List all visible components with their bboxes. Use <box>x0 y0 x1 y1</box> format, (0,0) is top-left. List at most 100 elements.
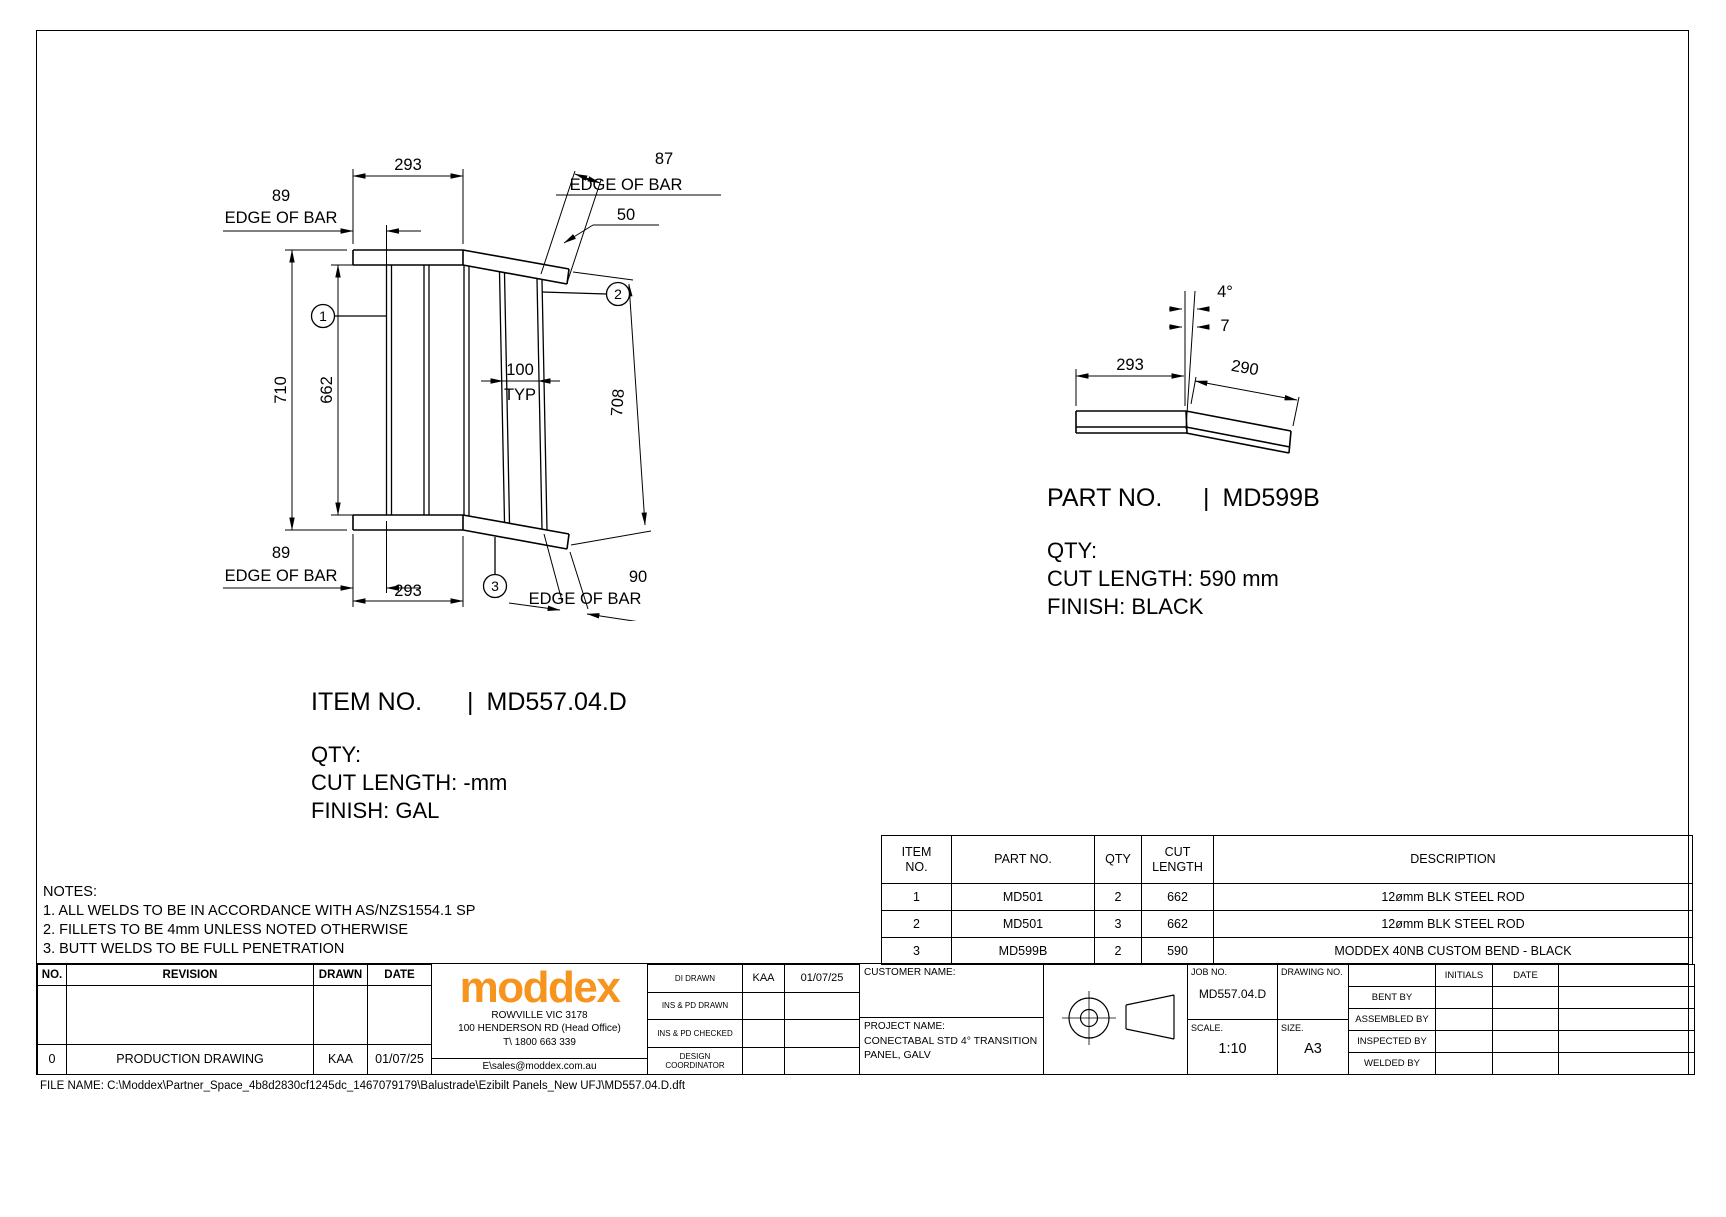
approvals-header-row: INITIALS DATE <box>1348 964 1695 987</box>
balloon-2-label: 2 <box>614 286 622 302</box>
bom-cell: 2 <box>1094 937 1142 965</box>
bom-cell: MODDEX 40NB CUSTOM BEND - BLACK <box>1213 937 1693 965</box>
dim-bottom-right-edge-label: EDGE OF BAR <box>529 590 642 608</box>
approvals-table: INITIALS DATE BENT BY ASSEMBLED BY INSPE… <box>1348 964 1695 1075</box>
note-line: 1. ALL WELDS TO BE IN ACCORDANCE WITH AS… <box>43 903 476 919</box>
dim-bar-spacing-typ: TYP <box>504 386 536 404</box>
revision-header-drawn: DRAWN <box>313 963 368 987</box>
bend-rails <box>1075 410 1292 454</box>
dim-bend-angle: 4° <box>1217 283 1233 301</box>
item-info-block: ITEM NO. | MD557.04.D QTY: CUT LENGTH: -… <box>311 687 627 825</box>
panel-rails <box>352 249 570 550</box>
balloon-1-label: 1 <box>319 308 327 324</box>
revision-no: 0 <box>37 1043 67 1076</box>
company-block: moddex ROWVILLE VIC 3178 100 HENDERSON R… <box>432 964 647 1075</box>
project-name-cell: PROJECT NAME: CONECTABAL STD 4° TRANSITI… <box>860 1018 1043 1074</box>
dim-bottom-right-edge-value: 90 <box>629 568 647 586</box>
revision-date: 01/07/25 <box>367 1043 432 1076</box>
company-address-line1: ROWVILLE VIC 3178 <box>491 1010 588 1021</box>
dim-top-right-edge-label: EDGE OF BAR <box>570 176 683 194</box>
signoff-date <box>784 1046 860 1075</box>
bom-cell: 662 <box>1141 883 1214 911</box>
size-label: SIZE. <box>1281 1023 1304 1033</box>
file-name-text: FILE NAME: C:\Moddex\Partner_Space_4b8d2… <box>40 1080 686 1092</box>
revision-drawn: KAA <box>313 1043 368 1076</box>
revision-header-row: NO. REVISION DRAWN DATE <box>37 963 432 987</box>
dim-top-right-offset: 50 <box>617 206 635 224</box>
balloon-3-label: 3 <box>491 578 499 594</box>
customer-name-label: CUSTOMER NAME: <box>864 967 956 978</box>
scale-label: SCALE. <box>1191 1023 1224 1033</box>
signoff-initials <box>742 991 785 1020</box>
signoff-initials <box>742 1046 785 1075</box>
dim-bend-right-length: 290 <box>1230 357 1260 380</box>
part-no-separator: | <box>1203 484 1210 512</box>
signoff-date <box>784 1019 860 1048</box>
job-no-label: JOB NO. <box>1191 967 1228 977</box>
drawing-no-label: DRAWING NO. <box>1281 967 1343 977</box>
scale-cell: SCALE. 1:10 <box>1188 1020 1277 1076</box>
approvals-label: BENT BY <box>1348 986 1436 1009</box>
bom-cell: 2 <box>1094 883 1142 911</box>
balloon-labels: 1 2 3 <box>319 286 622 594</box>
bend-dimension-text: 4° 7 293 290 <box>1116 283 1260 379</box>
dim-bottom-width: 293 <box>394 582 422 600</box>
bom-cell: MD599B <box>951 937 1095 965</box>
revision-header-date: DATE <box>367 963 432 987</box>
bom-cell: 662 <box>1141 910 1214 938</box>
bend-drawing: 4° 7 293 290 <box>1075 283 1300 454</box>
bom-cell: 3 <box>881 937 952 965</box>
dimension-text: 293 89 EDGE OF BAR 87 EDGE OF BAR 50 710… <box>225 150 683 608</box>
part-no-line: PART NO. | MD599B <box>1047 483 1320 513</box>
dim-bar-spacing: 100 <box>506 361 534 379</box>
approvals-label: WELDED BY <box>1348 1052 1436 1075</box>
dim-bar-height: 662 <box>318 376 336 404</box>
item-no-line: ITEM NO. | MD557.04.D <box>311 687 627 717</box>
revision-header-revision: REVISION <box>66 963 314 987</box>
notes-title: NOTES: <box>43 884 97 900</box>
approvals-header-date: DATE <box>1492 964 1559 987</box>
dim-top-width: 293 <box>394 156 422 174</box>
moddex-logo: moddex <box>459 963 621 1012</box>
part-qty: QTY: <box>1047 538 1098 563</box>
signoff-date <box>784 991 860 1020</box>
signoff-row: DI DRAWN KAA 01/07/25 <box>647 964 860 993</box>
bom-row: 3 MD599B 2 590 MODDEX 40NB CUSTOM BEND -… <box>881 937 1693 965</box>
part-info-block: PART NO. | MD599B QTY: CUT LENGTH: 590 m… <box>1047 483 1320 621</box>
revision-empty-row <box>37 985 432 1045</box>
job-no-block: JOB NO. MD557.04.D SCALE. 1:10 <box>1188 964 1278 1075</box>
dim-bend-offset: 7 <box>1220 317 1229 335</box>
drawing-no-block: DRAWING NO. SIZE. A3 <box>1278 964 1348 1075</box>
approvals-label: ASSEMBLED BY <box>1348 1008 1436 1031</box>
panel-bars <box>385 265 548 531</box>
dim-bottom-left-edge-label: EDGE OF BAR <box>225 567 338 585</box>
notes-block: NOTES: 1. ALL WELDS TO BE IN ACCORDANCE … <box>43 883 475 959</box>
signoff-initials <box>742 1019 785 1048</box>
part-no-label: PART NO. <box>1047 484 1163 512</box>
bom-cell: 12ømm BLK STEEL ROD <box>1213 883 1693 911</box>
revision-header-no: NO. <box>37 963 67 987</box>
dim-top-left-edge-label: EDGE OF BAR <box>225 209 338 227</box>
company-email: E\sales@moddex.com.au <box>432 1058 647 1075</box>
dim-bend-left-length: 293 <box>1116 356 1144 374</box>
signoff-label: DESIGN COORDINATOR <box>647 1046 743 1075</box>
approvals-row: BENT BY <box>1348 986 1695 1009</box>
balloon-callouts <box>310 281 631 599</box>
revision-current-row: 0 PRODUCTION DRAWING KAA 01/07/25 <box>37 1043 432 1076</box>
signoff-row: DESIGN COORDINATOR <box>647 1046 860 1075</box>
bom-row: 2 MD501 3 662 12ømm BLK STEEL ROD <box>881 910 1693 938</box>
size-value: A3 <box>1304 1041 1322 1057</box>
bom-cell: MD501 <box>951 910 1095 938</box>
note-line: 2. FILLETS TO BE 4mm UNLESS NOTED OTHERW… <box>43 922 408 938</box>
projection-symbol-block <box>1043 964 1188 1075</box>
third-angle-projection-icon <box>1062 991 1175 1045</box>
size-cell: SIZE. A3 <box>1278 1020 1348 1076</box>
bom-cell: 1 <box>881 883 952 911</box>
item-finish: FINISH: GAL <box>311 798 440 823</box>
signoff-label: DI DRAWN <box>647 964 743 993</box>
approvals-row: WELDED BY <box>1348 1052 1695 1075</box>
project-name-value: PANEL, GALV <box>864 1048 931 1061</box>
dim-top-right-edge-value: 87 <box>655 150 673 168</box>
